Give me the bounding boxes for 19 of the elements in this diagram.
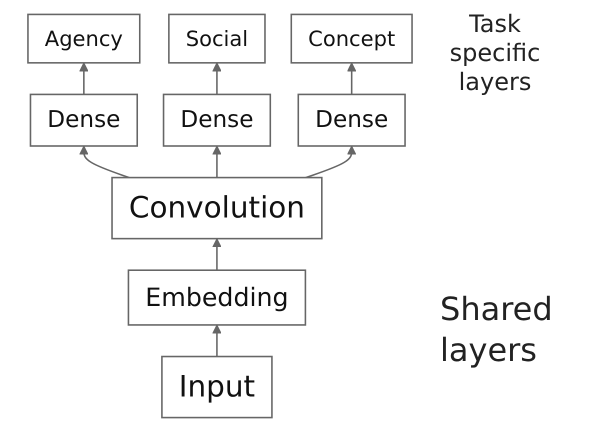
node-box: Convolution	[111, 176, 323, 240]
arrow	[212, 238, 222, 270]
node-box: Dense	[162, 94, 272, 147]
arrow	[305, 146, 356, 178]
node-box: Dense	[298, 94, 406, 147]
arrow	[79, 62, 88, 94]
node-box: Dense	[30, 94, 138, 147]
arrow	[79, 146, 130, 178]
node-box: Agency	[27, 14, 141, 64]
node-box: Embedding	[128, 269, 306, 326]
node-box: Social	[168, 14, 266, 64]
layer-group-label: Task specific layers	[448, 10, 542, 96]
arrow	[212, 324, 222, 357]
node-box: Input	[161, 356, 273, 418]
layer-group-label: Shared layers	[440, 288, 554, 372]
arrow	[212, 62, 222, 94]
arrow	[212, 146, 222, 178]
arrow	[347, 62, 356, 94]
node-box: Concept	[290, 14, 413, 64]
